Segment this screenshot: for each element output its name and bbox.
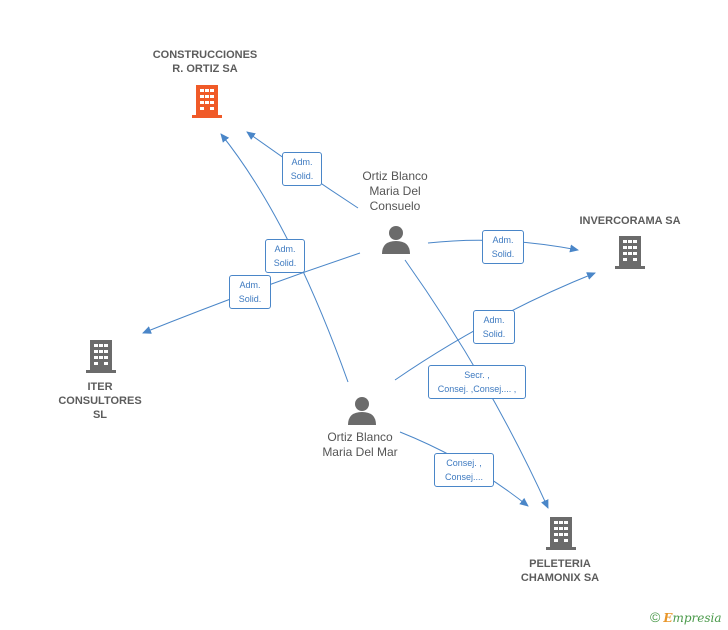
edge-label-consuelo-invercorama[interactable]: Adm. Solid.	[482, 230, 524, 264]
company-label-peleteria[interactable]: PELETERIA CHAMONIX SA	[520, 558, 600, 584]
edge-label-consuelo-peleteria[interactable]: Secr. , Consej. ,Consej.... ,	[428, 365, 526, 399]
building-icon	[86, 340, 116, 373]
copyright-icon: ©	[650, 609, 661, 625]
company-label-construcciones[interactable]: CONSTRUCCIONES R. ORTIZ SA	[152, 49, 258, 75]
company-label-invercorama[interactable]: INVERCORAMA SA	[579, 215, 681, 227]
edge-label-mar-invercorama[interactable]: Adm. Solid.	[473, 310, 515, 344]
company-label-iter[interactable]: ITER CONSULTORES SL	[58, 381, 142, 421]
brand-logo-letter: E	[663, 611, 673, 625]
building-icon	[615, 236, 645, 269]
edge-label-consuelo-construcciones[interactable]: Adm. Solid.	[282, 152, 322, 186]
building-icon	[192, 85, 222, 118]
person-icon	[348, 397, 376, 425]
brand-logo-text: mpresia	[672, 611, 722, 625]
edge-label-consuelo-iter[interactable]: Adm. Solid.	[229, 275, 271, 309]
edge-label-mar-peleteria[interactable]: Consej. , Consej....	[434, 453, 494, 487]
person-label-consuelo[interactable]: Ortiz Blanco Maria Del Consuelo	[362, 169, 428, 213]
person-label-mar[interactable]: Ortiz Blanco Maria Del Mar	[322, 430, 398, 459]
edge-label-mar-construcciones[interactable]: Adm. Solid.	[265, 239, 305, 273]
person-icon	[382, 226, 410, 254]
building-icon	[546, 517, 576, 550]
footer-brand: ©Empresia	[650, 609, 722, 625]
